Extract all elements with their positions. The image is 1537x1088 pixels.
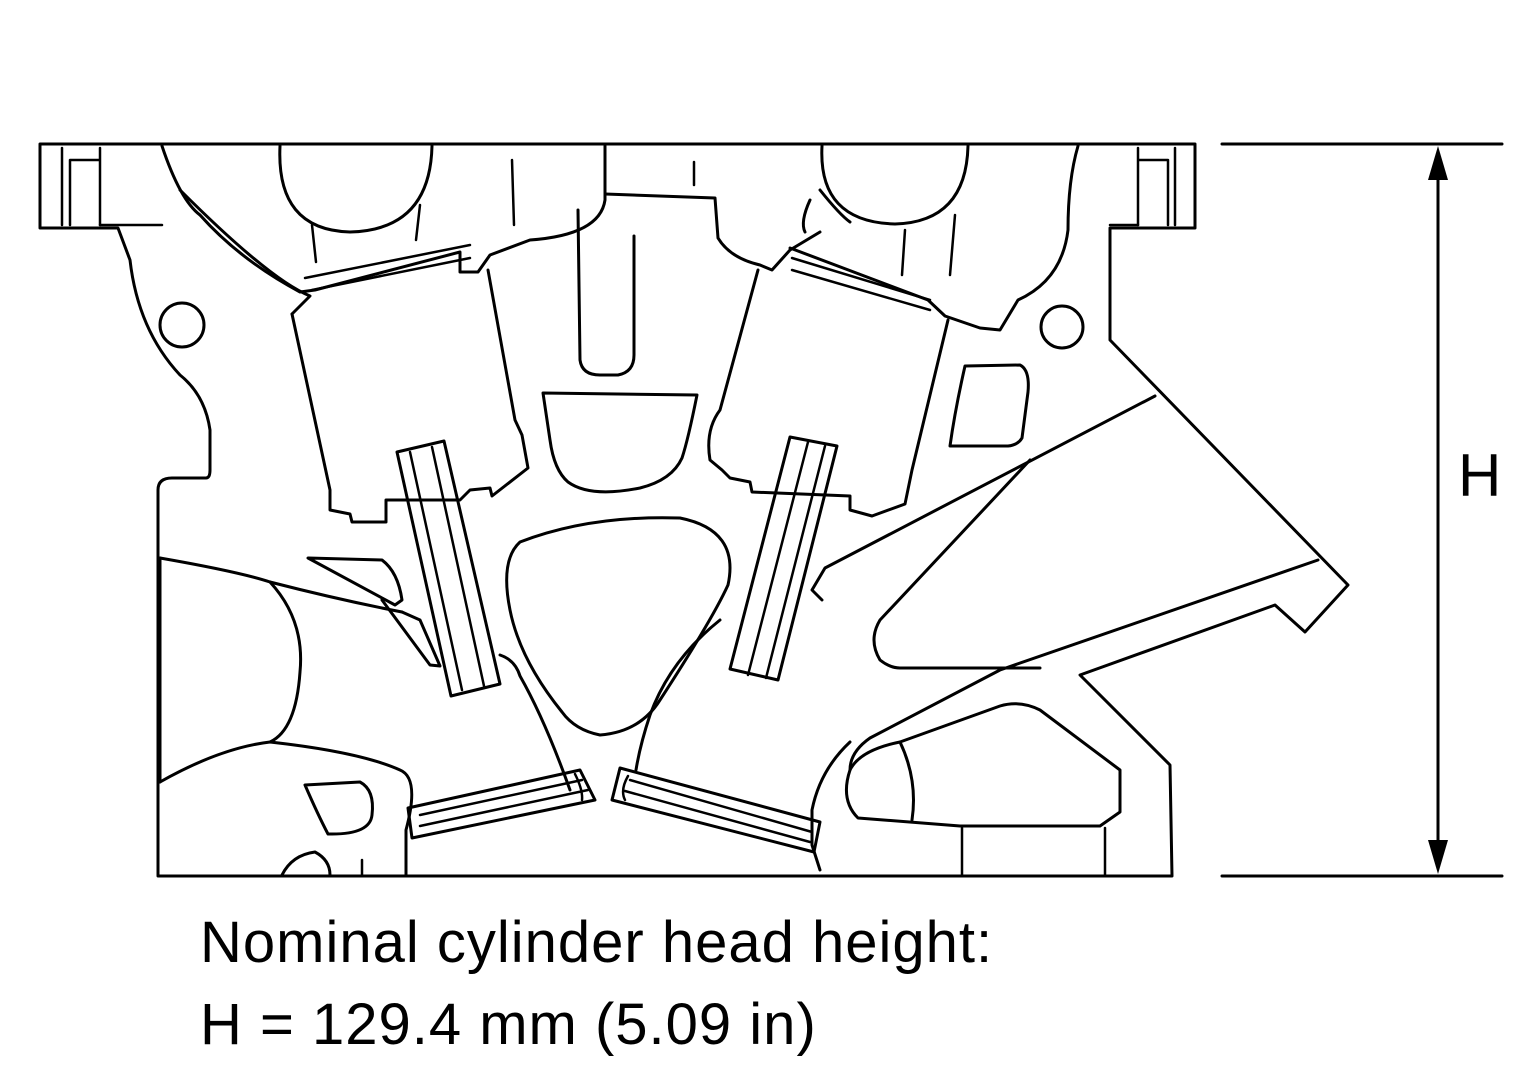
left-valve-lower	[406, 768, 597, 840]
right-exhaust-webs	[810, 394, 1320, 877]
right-valve-housing	[576, 208, 950, 518]
cam-journals	[278, 144, 970, 277]
central-cavities	[505, 363, 1030, 737]
upper-passages	[160, 144, 1080, 332]
dimension-label: H	[1458, 442, 1502, 509]
right-valve-lower	[610, 766, 822, 854]
lower-central-walls	[498, 618, 722, 792]
dimension-arrow-top	[1428, 146, 1448, 180]
left-valve-stem-upper	[395, 439, 502, 698]
left-valve-housing	[178, 188, 530, 524]
lower-left-port	[158, 556, 442, 878]
dimension-arrow-bottom	[1428, 840, 1448, 874]
height-dimension	[1220, 142, 1504, 878]
cylinder-head-outline	[38, 142, 1350, 878]
caption-nominal-height-value: H = 129.4 mm (5.09 in)	[200, 992, 817, 1057]
caption-nominal-height-title: Nominal cylinder head height:	[200, 910, 994, 975]
right-valve-stem-upper	[728, 435, 839, 682]
